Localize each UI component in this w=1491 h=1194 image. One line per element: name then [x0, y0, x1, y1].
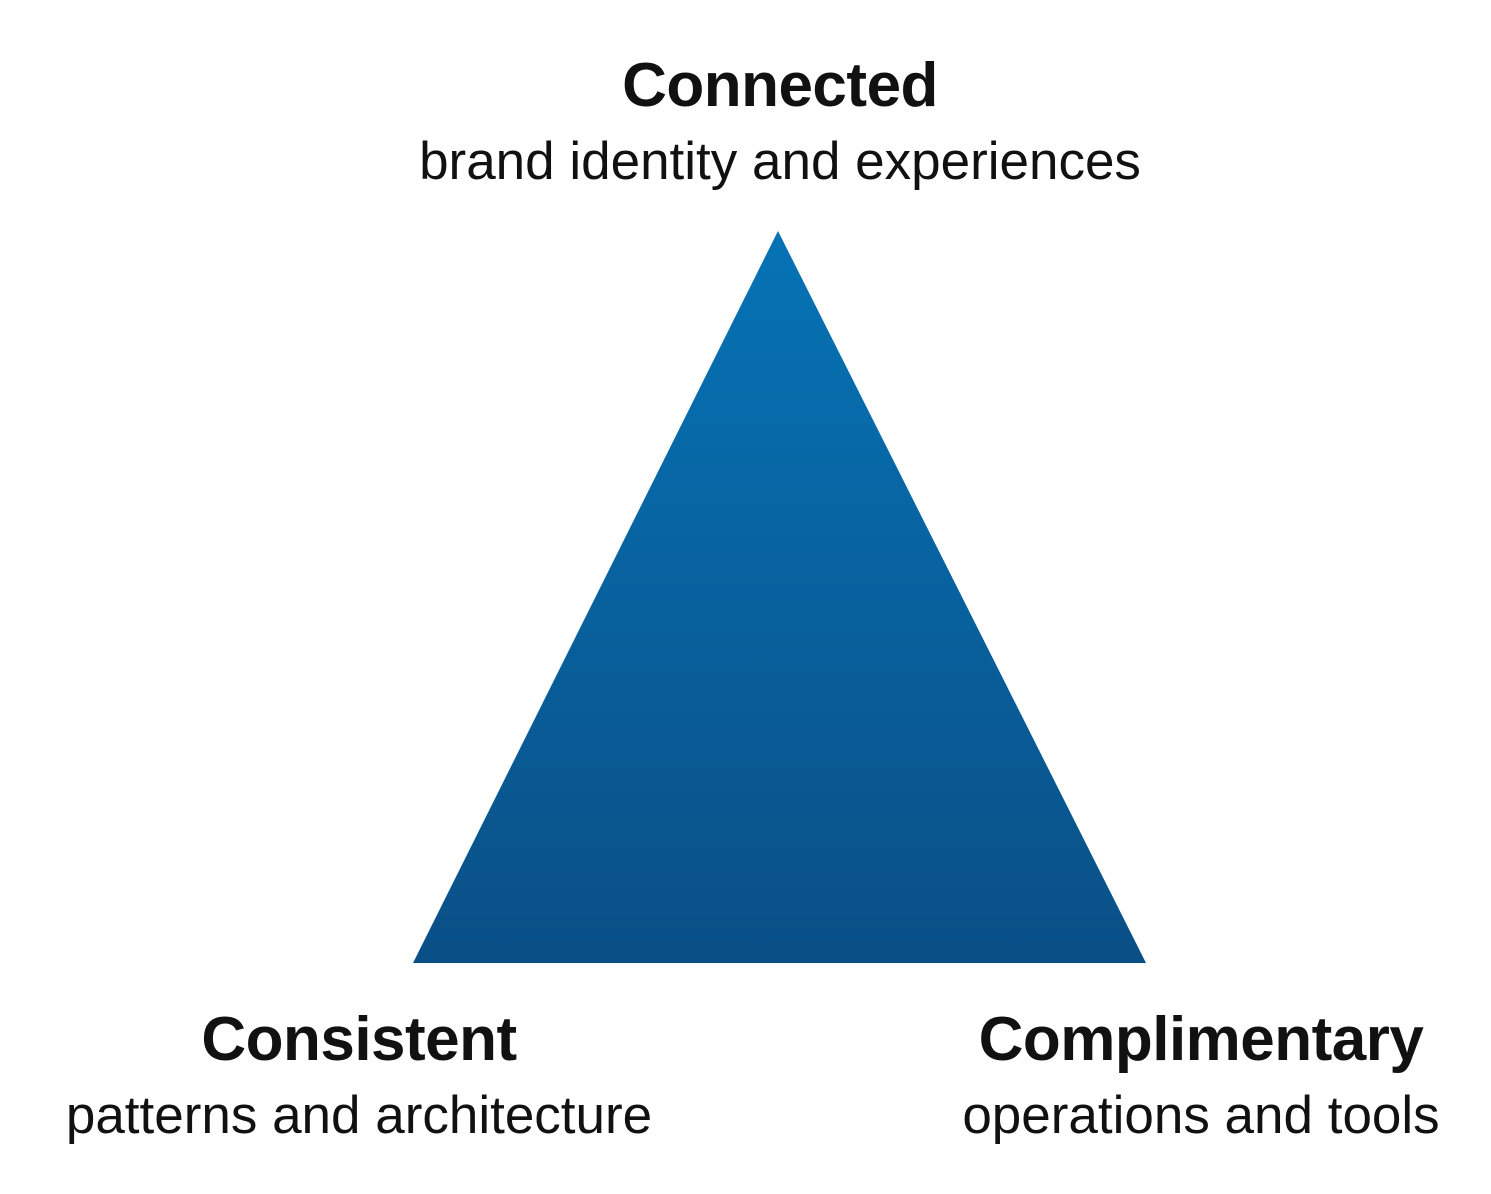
- triangle-fill: [413, 231, 1146, 963]
- top-subtitle: brand identity and experiences: [419, 132, 1141, 191]
- bottom-right-subtitle: operations and tools: [962, 1086, 1440, 1145]
- bottom-left-title: Consistent: [201, 1005, 517, 1074]
- bottom-left-label: Consistent patterns and architecture: [0, 1002, 718, 1154]
- bottom-right-title: Complimentary: [978, 1005, 1424, 1074]
- bottom-right-label: Complimentary operations and tools: [916, 1002, 1486, 1154]
- top-label: Connected brand identity and experiences: [0, 48, 1491, 200]
- top-title: Connected: [622, 51, 938, 120]
- bottom-left-subtitle: patterns and architecture: [65, 1086, 653, 1145]
